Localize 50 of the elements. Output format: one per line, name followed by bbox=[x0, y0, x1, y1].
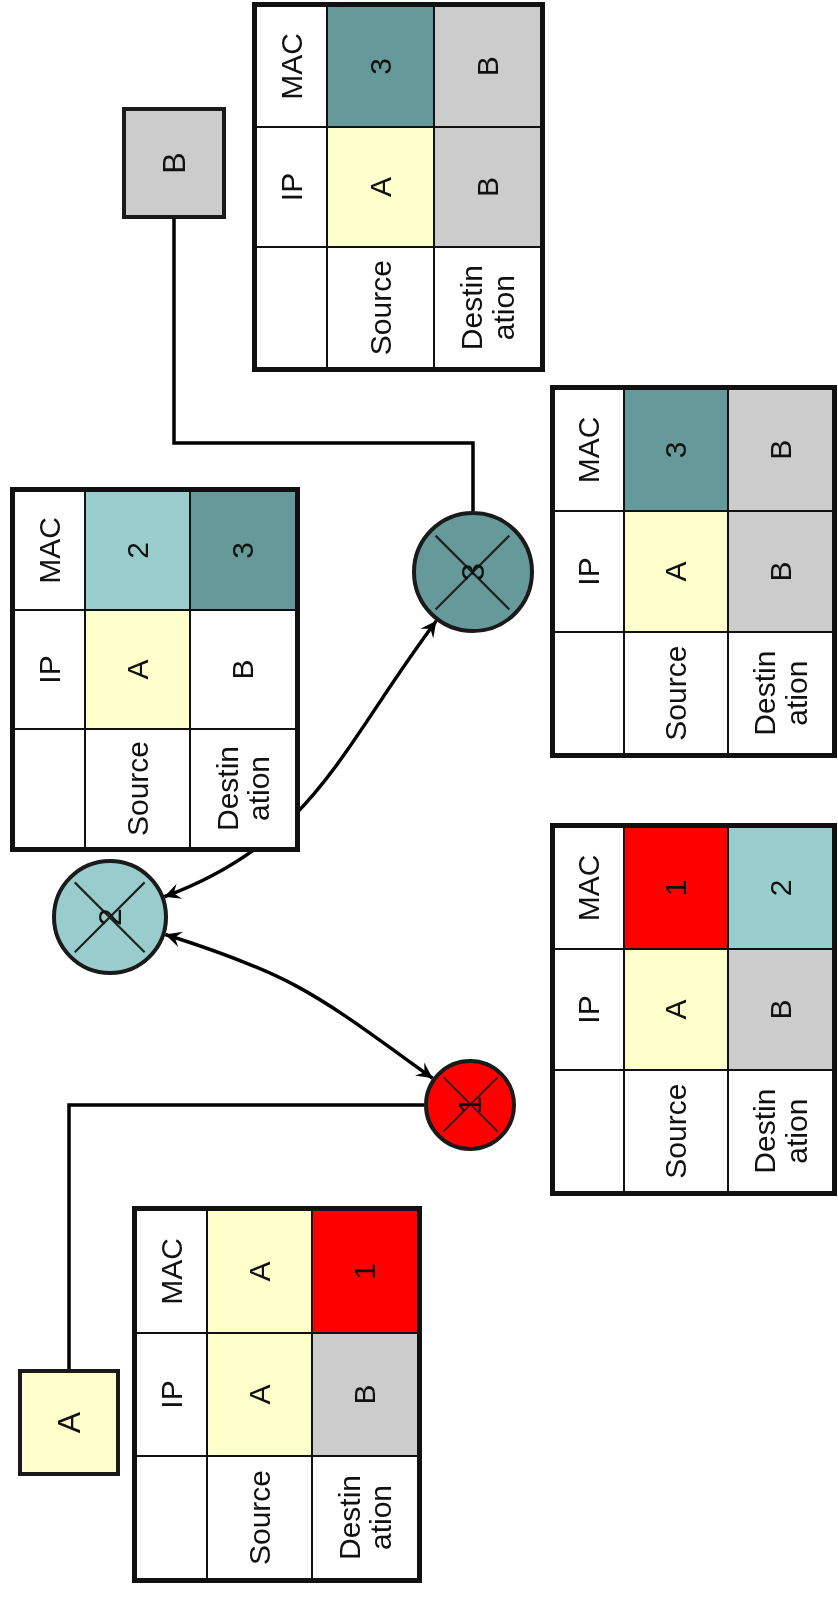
table-cell: IP bbox=[554, 510, 624, 633]
table-cell: 2 bbox=[84, 491, 191, 610]
table-cell: 1 bbox=[623, 827, 729, 949]
table-cell: Destin ation bbox=[728, 1070, 833, 1192]
node-label: 3 bbox=[454, 563, 492, 581]
table-cell: MAC bbox=[554, 827, 624, 949]
table-cell: Destin ation bbox=[190, 729, 296, 848]
table-cell: B bbox=[312, 1333, 418, 1456]
table-cell: B bbox=[434, 126, 541, 248]
table-cell: A bbox=[623, 948, 729, 1071]
table-cell: Destin ation bbox=[312, 1456, 418, 1579]
node-label: B bbox=[155, 152, 193, 174]
table-cell: A bbox=[327, 126, 435, 248]
host-box bbox=[122, 107, 226, 219]
node-label: A bbox=[50, 1411, 88, 1434]
table-cell: A bbox=[84, 610, 191, 729]
double-arrow bbox=[164, 931, 434, 1080]
table-cell: 3 bbox=[623, 389, 729, 511]
table-cell: 3 bbox=[327, 6, 435, 127]
table-cell: Destin ation bbox=[434, 247, 541, 368]
host-box bbox=[18, 1369, 120, 1476]
table-cell: B bbox=[728, 389, 833, 511]
table-cell: IP bbox=[136, 1333, 207, 1456]
table-cell: MAC bbox=[554, 389, 624, 511]
table-cell: MAC bbox=[136, 1210, 207, 1333]
table-cell: Source bbox=[206, 1456, 313, 1579]
table-cell: IP bbox=[14, 610, 85, 729]
table-cell: 3 bbox=[190, 491, 296, 610]
table-cell: 2 bbox=[728, 827, 833, 949]
table-cell: Source bbox=[84, 729, 191, 848]
node-label: 1 bbox=[451, 1096, 489, 1114]
table-cell: B bbox=[728, 948, 833, 1071]
table-cell: Source bbox=[623, 632, 729, 754]
table-cell: B bbox=[190, 610, 296, 729]
table-cell: Source bbox=[623, 1070, 729, 1192]
connector-line bbox=[67, 1103, 424, 1369]
node-label: 2 bbox=[91, 908, 129, 926]
table-cell: 1 bbox=[312, 1210, 418, 1333]
connector-line bbox=[172, 219, 475, 511]
table-cell: IP bbox=[554, 948, 624, 1071]
table-cell: Source bbox=[327, 247, 435, 368]
table-cell: MAC bbox=[14, 491, 85, 610]
table-cell: B bbox=[728, 510, 833, 633]
table-cell: A bbox=[623, 510, 729, 633]
table-cell: A bbox=[206, 1210, 313, 1333]
table-cell: IP bbox=[256, 126, 328, 248]
table-cell: MAC bbox=[256, 6, 328, 127]
table-cell: B bbox=[434, 6, 541, 127]
table-cell: A bbox=[206, 1333, 313, 1456]
table-cell: Destin ation bbox=[728, 632, 833, 754]
